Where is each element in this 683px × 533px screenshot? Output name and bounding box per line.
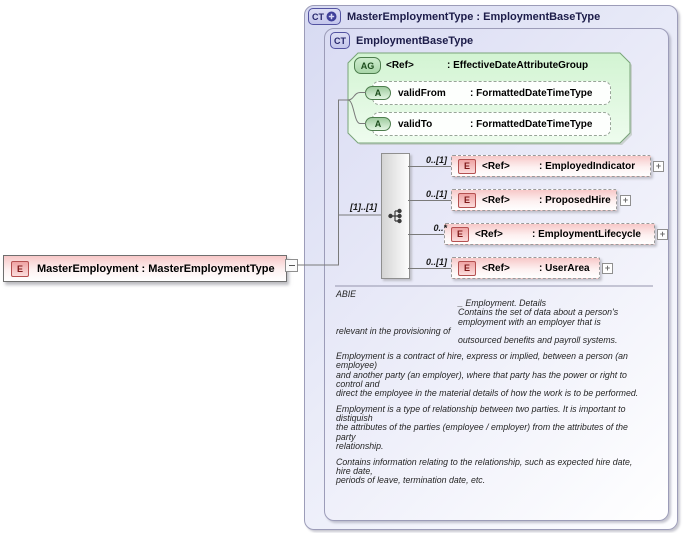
- outer-type-title: MasterEmploymentType : EmploymentBaseTyp…: [347, 10, 601, 23]
- attribute-group-name: : EffectiveDateAttributeGroup: [447, 60, 589, 71]
- doc-line: Contains the set of data about a person'…: [458, 307, 619, 318]
- expand-button[interactable]: +: [657, 229, 668, 240]
- attribute-badge: A: [365, 117, 391, 131]
- element-badge: E: [458, 260, 476, 276]
- sequence-cardinality: [1]..[1]: [350, 202, 377, 212]
- element-badge: E: [11, 260, 29, 277]
- element-ref: <Ref>: [482, 262, 510, 274]
- element-row-proposedhire[interactable]: E <Ref> : ProposedHire: [451, 189, 617, 211]
- complex-type-badge-label: CT: [312, 11, 324, 22]
- doc-line: party: [336, 431, 356, 442]
- element-ref: <Ref>: [482, 194, 510, 206]
- doc-line: periods of leave, termination date, etc.: [336, 475, 486, 486]
- base-type-header: CT EmploymentBaseType: [330, 32, 473, 49]
- attribute-row-validto[interactable]: A validTo : FormattedDateTimeType: [365, 112, 611, 136]
- attribute-name: validFrom: [398, 87, 446, 99]
- expand-button[interactable]: +: [620, 195, 631, 206]
- doc-line: Contains information relating to the rel…: [336, 457, 633, 467]
- doc-line: relationship.: [336, 440, 384, 451]
- element-ref: <Ref>: [475, 228, 503, 240]
- doc-line: _ Employment. Details: [458, 298, 547, 309]
- plus-circle-icon: [326, 11, 337, 22]
- attribute-group-row[interactable]: AG <Ref> : EffectiveDateAttributeGroup: [354, 57, 588, 74]
- element-ref: <Ref>: [482, 160, 510, 172]
- complex-type-badge: CT: [308, 8, 341, 25]
- element-row-employmentlifecycle[interactable]: E <Ref> : EmploymentLifecycle: [444, 223, 655, 245]
- element-name: : ProposedHire: [539, 194, 611, 206]
- attribute-type: : FormattedDateTimeType: [470, 118, 593, 130]
- element-row-employedindicator[interactable]: E <Ref> : EmployedIndicator: [451, 155, 651, 177]
- element-cardinality: 0..[1]: [425, 155, 447, 165]
- expand-button[interactable]: +: [602, 263, 613, 274]
- element-badge: E: [451, 226, 469, 242]
- attribute-group-badge: AG: [354, 57, 381, 74]
- doc-line: control and: [336, 378, 380, 389]
- collapse-toggle-icon[interactable]: [285, 259, 298, 272]
- expand-button[interactable]: +: [653, 161, 664, 172]
- element-cardinality: 0..[1]: [425, 189, 447, 199]
- element-name: : EmployedIndicator: [539, 160, 636, 172]
- attribute-name: validTo: [398, 118, 433, 130]
- element-badge: E: [458, 158, 476, 174]
- root-element-masteremployment[interactable]: E MasterEmployment : MasterEmploymentTyp…: [3, 255, 287, 282]
- element-cardinality: 0..[1]: [425, 257, 447, 267]
- doc-line: ABIE: [336, 289, 357, 299]
- complex-type-badge: CT: [330, 32, 350, 49]
- element-row-userarea[interactable]: E <Ref> : UserArea: [451, 257, 600, 279]
- doc-line: outsourced benefits and payroll systems.: [458, 334, 618, 345]
- attribute-group-ref: <Ref>: [386, 60, 414, 71]
- complex-type-badge-label: CT: [334, 35, 346, 46]
- doc-line: direct the employee in the material deta…: [336, 387, 639, 398]
- doc-line: employment with an employer that is: [458, 316, 601, 327]
- attribute-badge: A: [365, 86, 391, 100]
- documentation-panel: ABIE _ Employment. Details Contains the …: [336, 289, 666, 486]
- outer-type-header: CT MasterEmploymentType : EmploymentBase…: [308, 8, 600, 25]
- element-cardinality: 0..*: [433, 223, 447, 233]
- doc-line: distiquish: [336, 413, 373, 424]
- element-badge: E: [458, 192, 476, 208]
- doc-line: Employment is a type of relationship bet…: [336, 404, 626, 415]
- doc-line: Employment is a contract of hire, expres…: [336, 351, 628, 362]
- attribute-type: : FormattedDateTimeType: [470, 87, 593, 99]
- base-type-title: EmploymentBaseType: [356, 34, 474, 47]
- doc-line: relevant in the provisioning of: [336, 325, 451, 336]
- doc-line: and another party (an employer), where t…: [336, 369, 627, 380]
- attribute-row-validfrom[interactable]: A validFrom : FormattedDateTimeType: [365, 81, 611, 105]
- sequence-icon: [387, 208, 402, 224]
- element-name: : EmploymentLifecycle: [532, 228, 641, 240]
- doc-line: the attributes of the parties (employee …: [336, 422, 628, 433]
- root-element-label: MasterEmployment : MasterEmploymentType: [37, 262, 275, 275]
- doc-line: hire date,: [336, 466, 373, 477]
- sequence-compositor[interactable]: [381, 153, 410, 279]
- element-name: : UserArea: [539, 262, 590, 274]
- doc-line: employee): [336, 360, 378, 371]
